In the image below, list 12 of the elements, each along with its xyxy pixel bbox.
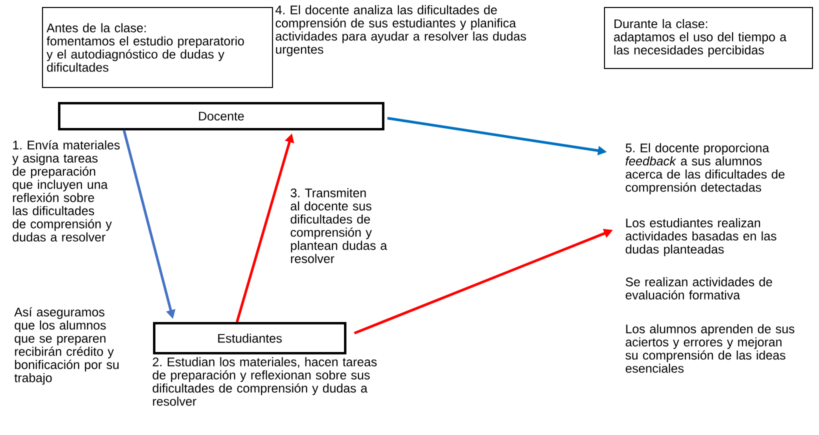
edge-label: 3. Transmiten al docente sus dificultades de comprensión y plantean dudas a resolver [290, 188, 388, 264]
note-text: Se realizan actividades de evaluación formativa [626, 277, 772, 300]
actor-box: Estudiantes [153, 322, 346, 354]
step-text: 5. El docente proporciona feedback a sus alumnos acerca de las dificultades de comprensión detectadas [626, 143, 785, 194]
step-text: Los estudiantes realizan actividades basadas en las dudas planteadas [626, 218, 776, 256]
note-text: Así aseguramos que los alumnos que se preparen recibirán crédito y bonificación por su trabajo [14, 307, 119, 385]
step-text: 2. Estudian los materiales, hacen tareas de preparación y reflexionan sobre sus dificultades de comprensión y dudas a resolver [152, 357, 377, 406]
note-text: Los alumnos aprenden de sus aciertos y errores y mejoran su comprensión de las ideas esenciales [626, 324, 794, 373]
note-box: Durante la clase: adaptamos el uso del tiempo a las necesidades percibidas [604, 7, 813, 69]
note-box: Antes de la clase: fomentamos el estudio preparatorio y el autodiagnóstico de dudas y dificultades [42, 7, 273, 88]
edge-label: 1. Envía materiales y asigna tareas de preparación que incluyen una reflexión sobre las dificultades de comprensión y dudas a resolver [12, 140, 120, 242]
actor-box: Docente [58, 102, 384, 130]
